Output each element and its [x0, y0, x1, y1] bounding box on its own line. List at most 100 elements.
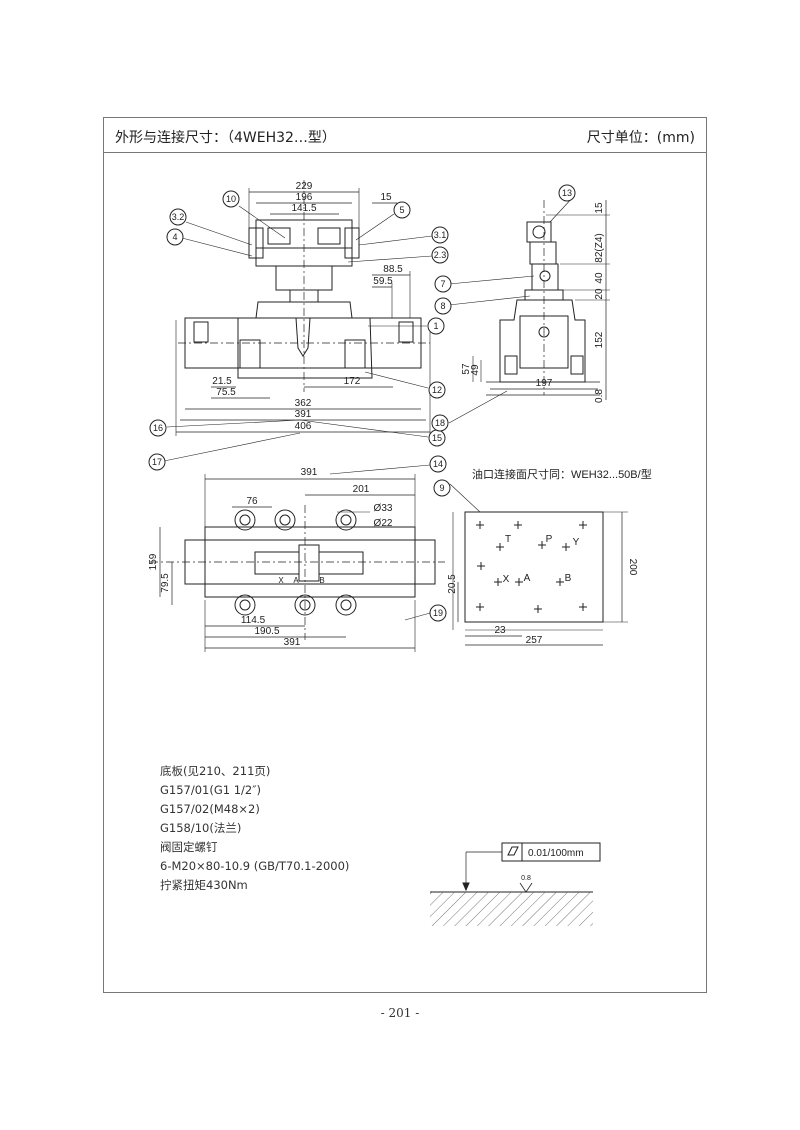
page-number: - 201 -: [380, 1006, 420, 1020]
side-view-callouts: 13 7 8 18: [431, 184, 576, 432]
callout-9: 9: [439, 483, 444, 493]
dim-76: 76: [246, 496, 258, 507]
side-view-dims: 15 82(Z4) 40 20 152 57 49 197 0.8: [461, 202, 605, 403]
callout-18: 18: [435, 418, 445, 428]
dim-0-8: 0.8: [594, 389, 605, 403]
dim-23: 23: [494, 625, 506, 636]
port-plate: [464, 511, 604, 623]
dim-phi-22: Ø22: [374, 518, 393, 529]
port-t: T: [505, 534, 511, 545]
port-a: A: [524, 573, 531, 584]
port-pattern: [449, 483, 628, 646]
note-item: G158/10(法兰): [160, 821, 242, 835]
dim-172: 172: [344, 376, 361, 387]
port-p: P: [546, 534, 553, 545]
port-b-label: B: [319, 576, 324, 585]
dim-15-side: 15: [594, 202, 605, 214]
dim-141-5: 141.5: [291, 203, 316, 214]
note-item: 拧紧扭矩430Nm: [160, 878, 248, 892]
note-item: 阀固定螺钉: [160, 840, 218, 854]
dim-114-5: 114.5: [241, 615, 266, 626]
solenoid-top: [526, 221, 552, 243]
dim-59-5: 59.5: [373, 276, 393, 287]
dim-21-5: 21.5: [212, 376, 232, 387]
top-view-callouts: 14 19: [429, 455, 447, 622]
dim-391: 391: [295, 409, 312, 420]
front-view-dims: 229 196 141.5 15 88.5 59.5 21.5 75.5 172…: [212, 181, 403, 432]
unit-label: 尺寸单位：(mm): [586, 130, 695, 146]
callout-10: 10: [226, 194, 236, 204]
dim-159: 159: [148, 553, 159, 570]
note-item: G157/01(G1 1/2″): [160, 783, 262, 797]
dim-49: 49: [470, 364, 481, 376]
dim-190-5: 190.5: [254, 626, 279, 637]
dim-88-5: 88.5: [383, 264, 403, 275]
port-b: B: [565, 573, 572, 584]
dim-75-5: 75.5: [216, 387, 236, 398]
hatched-surface: [430, 892, 593, 926]
dim-257: 257: [526, 635, 543, 646]
front-view-callouts: 10 3.2 4 5 3.1 2.3 1 12 16 15 17: [148, 190, 449, 471]
pilot-valve-body: [255, 219, 353, 267]
port-pattern-callout: 9: [433, 479, 451, 497]
port-x: X: [503, 574, 510, 585]
header-bar: 外形与连接尺寸：（4WEH32…型） 尺寸单位：(mm): [104, 118, 706, 153]
dim-362: 362: [295, 398, 312, 409]
surface-spec: [430, 842, 601, 926]
dim-20-5: 20.5: [447, 574, 458, 594]
callout-14: 14: [433, 459, 443, 469]
dim-197: 197: [536, 378, 553, 389]
notes-list: 底板(见210、211页) G157/01(G1 1/2″) G157/02(M…: [160, 762, 349, 895]
port-pattern-title: 油口连接面尺寸同：WEH32...50B/型: [472, 467, 652, 481]
flatness-value: 0.01/100mm: [528, 848, 584, 859]
callout-2-3: 2.3: [434, 250, 447, 260]
callout-1: 1: [433, 321, 438, 331]
port-a-label: A: [293, 576, 299, 585]
callout-13: 13: [562, 188, 572, 198]
top-view: [150, 464, 445, 652]
callout-19: 19: [433, 608, 443, 618]
dim-406: 406: [295, 421, 312, 432]
dim-phi-33: Ø33: [374, 503, 393, 514]
drawing-frame: 外形与连接尺寸：（4WEH32…型） 尺寸单位：(mm): [103, 117, 707, 993]
callout-15: 15: [432, 433, 442, 443]
dim-152: 152: [594, 331, 605, 348]
dim-391-top: 391: [301, 467, 318, 478]
dim-200: 200: [627, 559, 638, 576]
dim-15: 15: [380, 192, 392, 203]
roughness-value: 0.8: [521, 875, 531, 882]
dim-229: 229: [296, 181, 313, 192]
side-view: [448, 195, 610, 424]
dim-20: 20: [594, 288, 605, 300]
note-item: 6-M20×80-10.9 (GB/T70.1-2000): [160, 859, 350, 873]
callout-5: 5: [399, 205, 404, 215]
side-main-body: [499, 299, 586, 383]
dim-79-5: 79.5: [160, 573, 171, 593]
note-item: 底板(见210、211页): [160, 764, 271, 778]
port-pattern-labels: T P Y X A B: [503, 534, 580, 585]
callout-7: 7: [440, 279, 445, 289]
pilot-stack: [531, 263, 559, 291]
page-title: 外形与连接尺寸：（4WEH32…型）: [115, 130, 336, 146]
port-x-label: X: [278, 576, 284, 585]
callout-17: 17: [152, 457, 162, 467]
note-item: G157/02(M48×2): [160, 802, 260, 816]
callout-12: 12: [432, 385, 442, 395]
dim-201: 201: [353, 484, 370, 495]
dim-391-bottom: 391: [284, 637, 301, 648]
callout-8: 8: [440, 301, 445, 311]
front-view: [163, 180, 433, 462]
port-y: Y: [573, 537, 580, 548]
top-view-ports: X A B: [278, 576, 324, 585]
callout-16: 16: [153, 423, 163, 433]
callout-4: 4: [172, 232, 177, 242]
dim-82-z4: 82(Z4): [594, 233, 605, 262]
port-pattern-dims: 200 20.5 23 257: [447, 559, 638, 646]
dim-57: 57: [461, 363, 472, 375]
callout-3-2: 3.2: [172, 212, 185, 222]
dim-40: 40: [594, 272, 605, 284]
dim-196: 196: [296, 192, 313, 203]
callout-3-1: 3.1: [434, 230, 447, 240]
top-view-dims: 391 76 201 Ø33 Ø22 159 79.5 114.5 190.5 …: [148, 467, 393, 648]
